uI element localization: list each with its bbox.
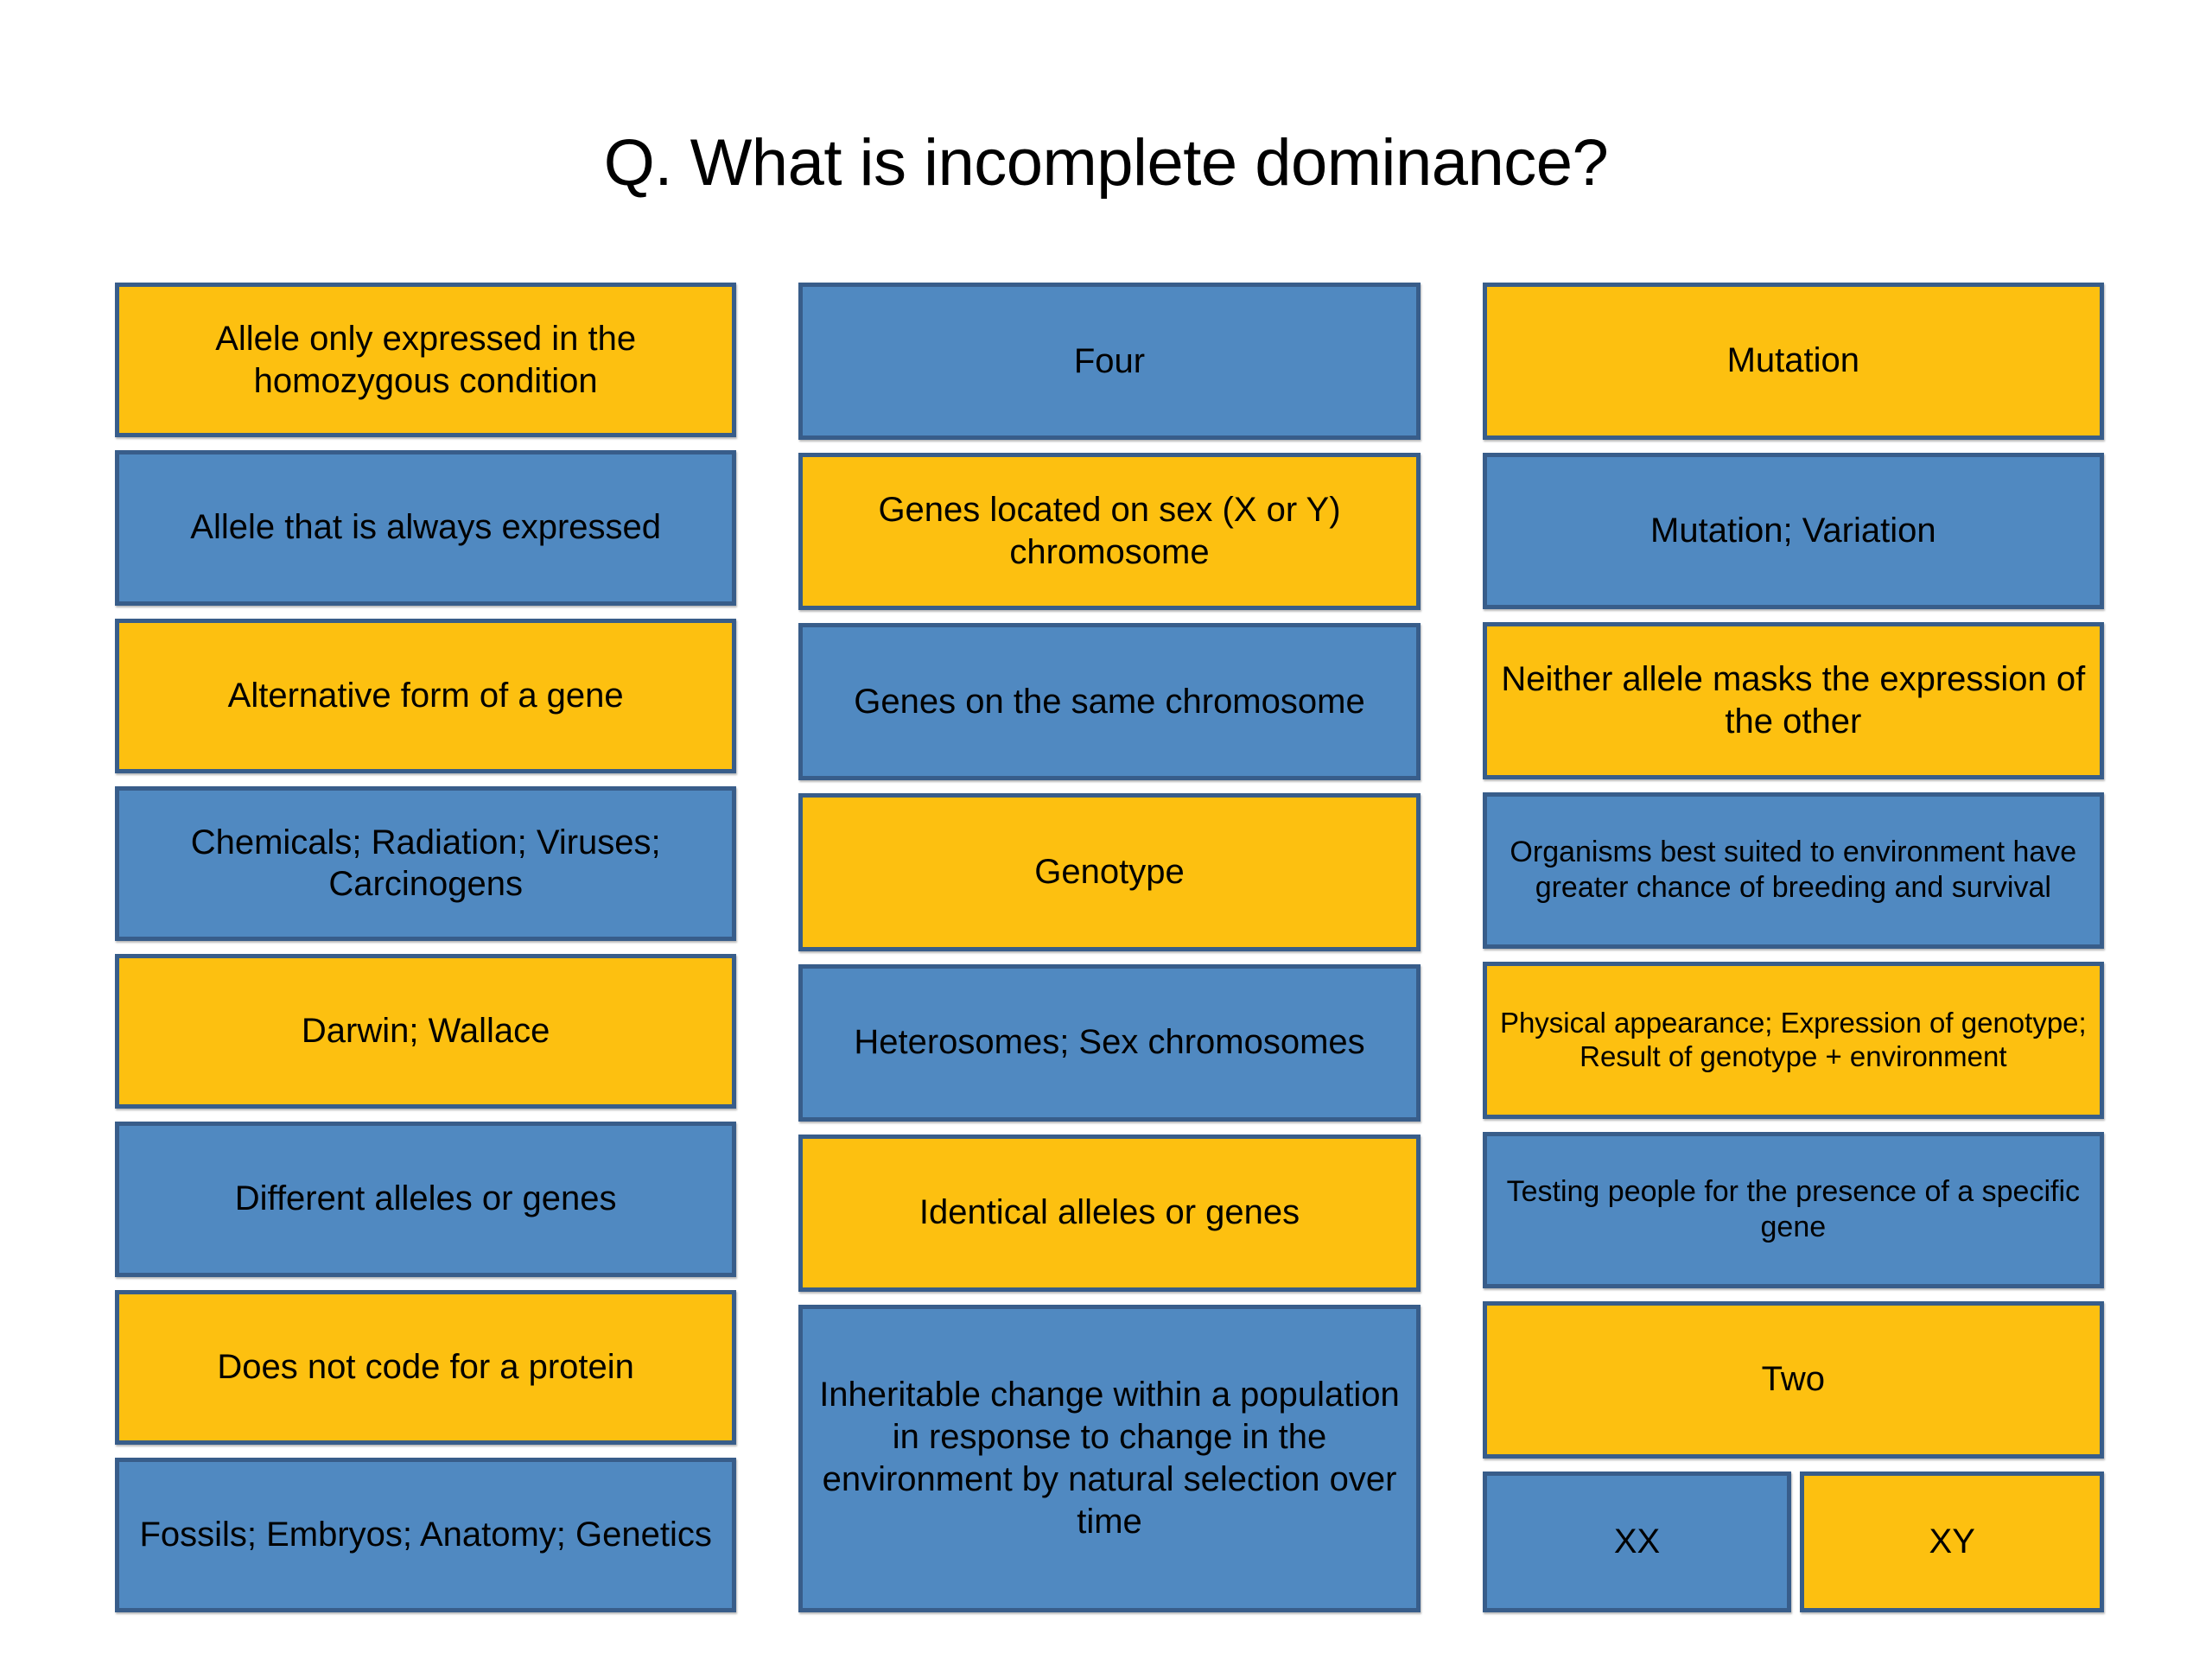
answer-column-2: Four Genes located on sex (X or Y) chrom…: [798, 283, 1421, 1612]
answer-card[interactable]: Allele that is always expressed: [115, 450, 737, 606]
answer-card[interactable]: Testing people for the presence of a spe…: [1482, 1131, 2104, 1288]
answer-card[interactable]: Mutation; Variation: [1482, 452, 2104, 609]
answer-column-3: Mutation Mutation; Variation Neither all…: [1482, 283, 2104, 1612]
answer-card-xx[interactable]: XX: [1482, 1471, 1792, 1612]
answer-card-label: Physical appearance; Expression of genot…: [1499, 1006, 2087, 1072]
answer-card-grid: Allele only expressed in the homozygous …: [115, 283, 2104, 1612]
answer-card[interactable]: Does not code for a protein: [115, 1289, 737, 1445]
answer-card[interactable]: Physical appearance; Expression of genot…: [1482, 962, 2104, 1119]
answer-card-label: Heterosomes; Sex chromosomes: [854, 1023, 1365, 1062]
answer-card[interactable]: Chemicals; Radiation; Viruses; Carcinoge…: [115, 785, 737, 941]
answer-card-label: Mutation: [1726, 341, 1860, 380]
answer-card[interactable]: Genes on the same chromosome: [798, 623, 1421, 781]
answer-card[interactable]: Neither allele masks the expression of t…: [1482, 622, 2104, 779]
answer-card-label: Fossils; Embryos; Anatomy; Genetics: [139, 1515, 712, 1554]
answer-card[interactable]: Inheritable change within a population i…: [798, 1304, 1421, 1612]
answer-card[interactable]: Darwin; Wallace: [115, 954, 737, 1109]
answer-card-label: Different alleles or genes: [234, 1179, 617, 1218]
answer-card-label: XX: [1613, 1522, 1661, 1560]
answer-card[interactable]: Alternative form of a gene: [115, 618, 737, 773]
answer-card-label: Organisms best suited to environment hav…: [1510, 835, 2077, 905]
answer-card-label: Alternative form of a gene: [227, 676, 624, 715]
answer-card-label: Allele only expressed in the homozygous …: [215, 319, 637, 400]
answer-card-label: Chemicals; Radiation; Viruses; Carcinoge…: [190, 823, 661, 904]
answer-card[interactable]: Genes located on sex (X or Y) chromosome: [798, 453, 1421, 611]
answer-card-xy[interactable]: XY: [1800, 1471, 2104, 1612]
answer-card[interactable]: Different alleles or genes: [115, 1122, 737, 1277]
answer-card-label: Inheritable change within a population i…: [819, 1376, 1400, 1541]
answer-card[interactable]: Fossils; Embryos; Anatomy; Genetics: [115, 1457, 737, 1612]
answer-card[interactable]: Genotype: [798, 793, 1421, 951]
answer-card[interactable]: Four: [798, 283, 1421, 441]
page-title: Q. What is incomplete dominance?: [603, 125, 1609, 200]
answer-card-label: Genes on the same chromosome: [854, 682, 1365, 721]
answer-card[interactable]: Organisms best suited to environment hav…: [1482, 791, 2104, 949]
split-row-sex-chromosomes: XX XY: [1482, 1471, 2104, 1612]
answer-card[interactable]: Identical alleles or genes: [798, 1134, 1421, 1292]
answer-card-label: Does not code for a protein: [217, 1347, 634, 1386]
answer-card-label: Testing people for the presence of a spe…: [1506, 1174, 2081, 1244]
answer-card[interactable]: Mutation: [1482, 283, 2104, 440]
answer-card-label: Identical alleles or genes: [918, 1193, 1300, 1232]
answer-card[interactable]: Heterosomes; Sex chromosomes: [798, 963, 1421, 1122]
answer-card-label: Mutation; Variation: [1650, 511, 1936, 550]
answer-card-label: Two: [1761, 1360, 1825, 1399]
answer-card[interactable]: Two: [1482, 1301, 2104, 1459]
answer-card-label: XY: [1929, 1522, 1975, 1560]
answer-card-label: Darwin; Wallace: [301, 1012, 550, 1051]
answer-card-label: Neither allele masks the expression of t…: [1501, 659, 2086, 741]
answer-card-label: Four: [1073, 341, 1146, 380]
answer-card-label: Genes located on sex (X or Y) chromosome: [878, 491, 1341, 572]
answer-column-1: Allele only expressed in the homozygous …: [115, 283, 737, 1612]
answer-card-label: Allele that is always expressed: [190, 508, 662, 547]
answer-card[interactable]: Allele only expressed in the homozygous …: [115, 283, 737, 438]
answer-card-label: Genotype: [1034, 853, 1185, 892]
